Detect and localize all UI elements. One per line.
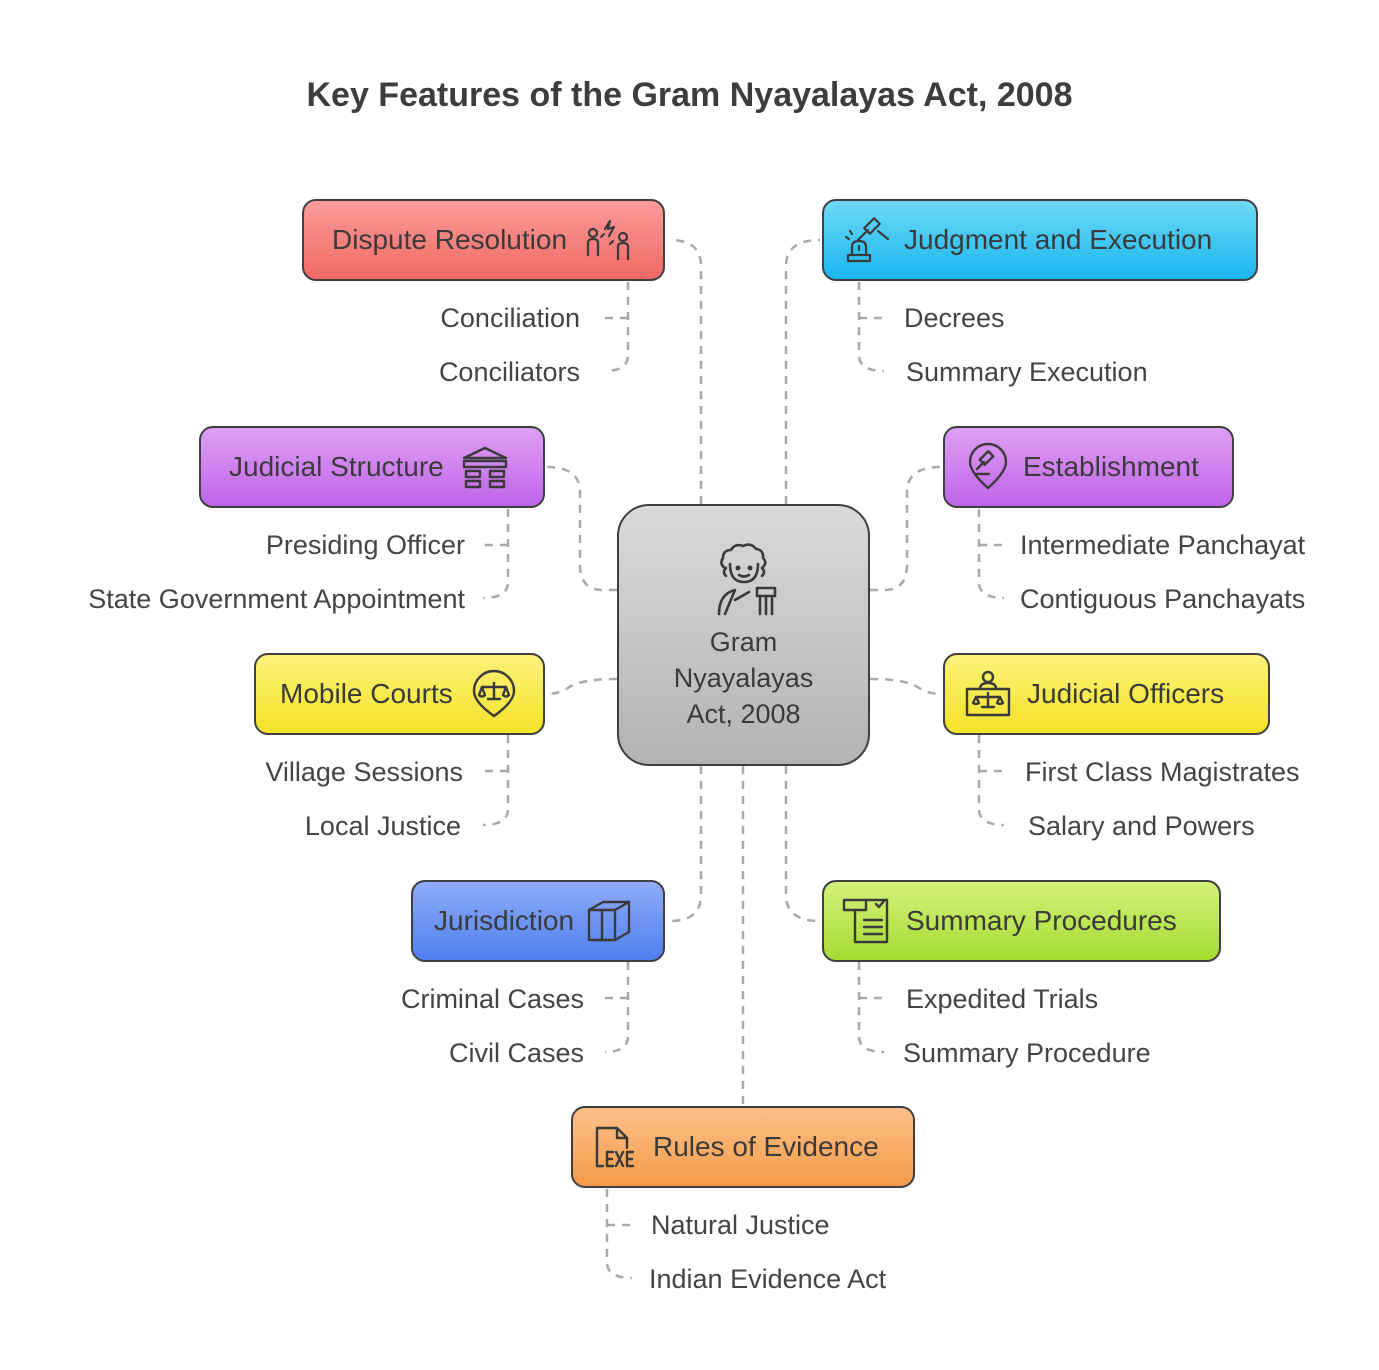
sub-item-local-justice: Local Justice <box>304 811 461 841</box>
sub-item-natural-justice: Natural Justice <box>651 1210 830 1240</box>
feature-judicial-structure[interactable]: Judicial Structure <box>199 426 545 508</box>
center-title-line1: Gram <box>709 627 778 657</box>
scales-pin-icon <box>469 669 519 719</box>
feature-label: Judicial Structure <box>229 451 444 482</box>
sub-item-expedited-trials: Expedited Trials <box>906 984 1099 1014</box>
sub-item-indian-evidence-act: Indian Evidence Act <box>649 1264 887 1294</box>
judge-icon <box>705 540 785 620</box>
feature-dispute-resolution[interactable]: Dispute Resolution <box>302 199 665 281</box>
courthouse-icon <box>460 442 510 492</box>
connector-jurisdiction <box>669 766 703 923</box>
sub-item-village-sessions: Village Sessions <box>265 757 463 787</box>
sub-item-conciliators: Conciliators <box>438 357 580 387</box>
connector-establishment <box>870 465 942 592</box>
feature-label: Mobile Courts <box>280 678 453 709</box>
document-list-icon <box>842 896 892 946</box>
page-title: Key Features of the Gram Nyayalayas Act,… <box>306 76 1073 114</box>
connector-judgment-execution <box>784 238 821 504</box>
box-icon <box>584 896 634 946</box>
exe-file-icon <box>589 1122 639 1172</box>
feature-label: Judicial Officers <box>1027 678 1225 709</box>
location-pin-icon <box>963 442 1013 492</box>
sub-item-conciliation: Conciliation <box>440 303 580 333</box>
bracket-jurisdiction <box>604 962 630 1054</box>
bracket-dispute-resolution <box>604 282 630 373</box>
sub-item-intermediate-panchayat: Intermediate Panchayat <box>1020 530 1306 560</box>
connector-mobile-courts <box>546 677 618 696</box>
sub-item-presiding-officer: Presiding Officer <box>265 530 465 560</box>
sub-item-state-government-appointment: State Government Appointment <box>88 584 465 614</box>
sub-item-first-class-magistrates: First Class Magistrates <box>1025 757 1300 787</box>
conflict-icon <box>583 215 633 265</box>
center-title-line3: Act, 2008 <box>686 699 801 729</box>
judge-at-bench-icon <box>963 669 1013 719</box>
sub-item-criminal-cases: Criminal Cases <box>400 984 584 1014</box>
feature-label: Establishment <box>1023 451 1199 482</box>
sub-item-civil-cases: Civil Cases <box>448 1038 584 1068</box>
feature-rules-evidence[interactable]: Rules of Evidence <box>571 1106 915 1188</box>
bracket-mobile-courts <box>482 735 510 827</box>
feature-judicial-officers[interactable]: Judicial Officers <box>943 653 1270 735</box>
bracket-rules-evidence <box>605 1189 633 1280</box>
connector-dispute-resolution <box>669 238 703 504</box>
center-node: Gram Nyayalayas Act, 2008 <box>617 504 870 766</box>
connector-judicial-officers <box>869 677 942 696</box>
gavel-icon <box>842 215 892 265</box>
bracket-judicial-structure <box>482 509 510 600</box>
feature-label: Judgment and Execution <box>904 224 1213 255</box>
bracket-summary-procedures <box>857 962 885 1054</box>
feature-label: Jurisdiction <box>434 905 575 936</box>
bracket-judicial-officers <box>977 735 1005 827</box>
sub-item-contiguous-panchayats: Contiguous Panchayats <box>1020 584 1306 614</box>
feature-summary-procedures[interactable]: Summary Procedures <box>822 880 1221 962</box>
sub-item-decrees: Decrees <box>904 303 1005 333</box>
connector-summary-procedures <box>784 766 821 923</box>
feature-establishment[interactable]: Establishment <box>943 426 1234 508</box>
bracket-judgment-execution <box>857 282 885 373</box>
feature-label: Dispute Resolution <box>332 224 568 255</box>
feature-judgment-execution[interactable]: Judgment and Execution <box>822 199 1258 281</box>
bracket-establishment <box>977 509 1005 600</box>
center-title-line2: Nyayalayas <box>673 663 814 693</box>
feature-label: Summary Procedures <box>906 905 1177 936</box>
feature-jurisdiction[interactable]: Jurisdiction <box>411 880 665 962</box>
sub-item-salary-and-powers: Salary and Powers <box>1028 811 1255 841</box>
sub-item-summary-execution: Summary Execution <box>906 357 1148 387</box>
connector-judicial-structure <box>546 465 617 592</box>
feature-mobile-courts[interactable]: Mobile Courts <box>254 653 545 735</box>
sub-item-summary-procedure: Summary Procedure <box>903 1038 1151 1068</box>
feature-label: Rules of Evidence <box>653 1131 879 1162</box>
